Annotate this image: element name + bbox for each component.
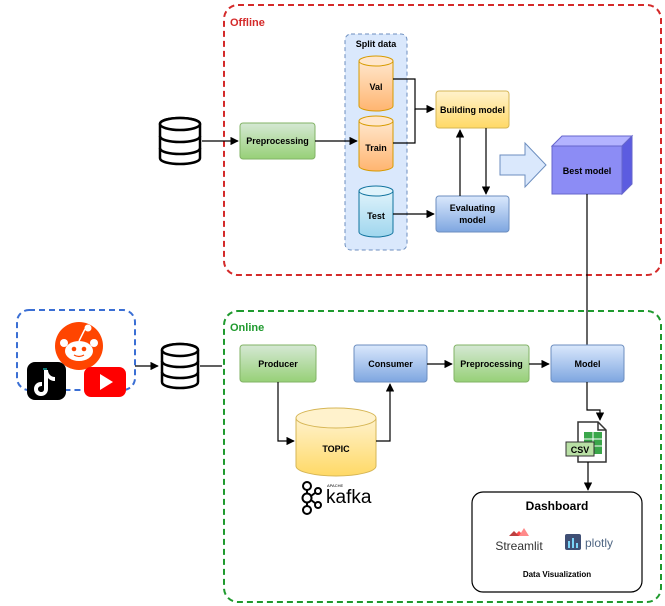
model-label: Model [575,359,601,369]
building-model-box [435,90,510,129]
tiktok-icon [27,362,66,400]
split-data-title: Split data [356,39,397,49]
reddit-icon [55,322,103,370]
dashboard-box [471,491,643,593]
evaluating-model-line1: Evaluating [450,203,496,213]
online-title: Online [230,322,264,334]
kafka-logo-icon [301,481,322,515]
best-model-label: Best model [563,166,612,176]
evaluating-model-box [435,195,510,233]
arrow-producer-to-topic [277,382,295,446]
best-model-cube [550,134,634,196]
producer-label: Producer [258,359,298,369]
sources-region [16,309,136,391]
topic-label: TOPIC [322,444,350,454]
online-region [223,310,662,603]
database-icon [158,116,202,166]
youtube-icon [84,367,126,397]
train-cylinder [358,115,394,172]
offline-preprocessing-label: Preprocessing [246,136,309,146]
building-model-label: Building model [440,105,505,115]
kafka-brand: kafka [326,487,372,508]
csv-label: CSV [571,445,590,455]
online-preprocessing-label: Preprocessing [460,359,523,369]
streamlit-label: Streamlit [495,539,543,553]
arrow-val-to-building [393,78,435,114]
arrow-train-to-building [393,109,416,144]
arrow-topic-to-consumer [376,383,395,442]
val-cylinder [358,55,394,112]
arrow-model-to-csv [586,382,605,421]
offline-region [223,4,662,276]
evaluating-model-line2: model [459,215,486,225]
plotly-label: plotly [585,536,613,550]
database-icon [160,342,200,390]
consumer-label: Consumer [368,359,413,369]
topic-cylinder [295,407,377,477]
train-label: Train [365,143,387,153]
plotly-logo-icon [565,534,581,550]
kafka-prefix: APACHE [327,483,343,488]
val-label: Val [369,82,382,92]
csv-icon [565,421,607,463]
test-cylinder [358,185,394,238]
test-label: Test [367,211,385,221]
big-arrow-icon [499,141,547,189]
dashboard-title: Dashboard [526,499,589,513]
dashboard-footer: Data Visualization [523,570,591,579]
streamlit-logo-icon [509,528,529,536]
offline-title: Offline [230,17,265,29]
